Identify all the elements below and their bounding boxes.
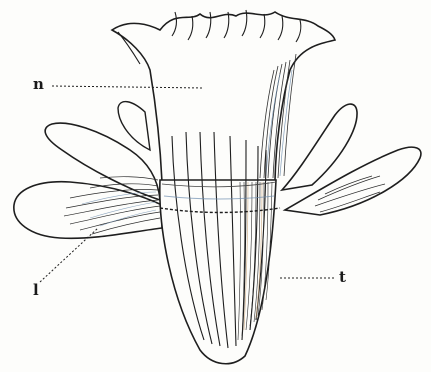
petal-right-lower <box>285 147 421 215</box>
petal-right-upper <box>282 104 357 190</box>
petal-back-left <box>118 102 150 150</box>
petal-left-hatching <box>64 177 160 234</box>
corona <box>112 12 335 182</box>
petal-left-lower <box>14 182 162 239</box>
label-l: l <box>33 283 39 298</box>
label-t: t <box>339 270 346 285</box>
label-n: n <box>33 77 44 92</box>
petal-left-upper <box>45 123 160 200</box>
